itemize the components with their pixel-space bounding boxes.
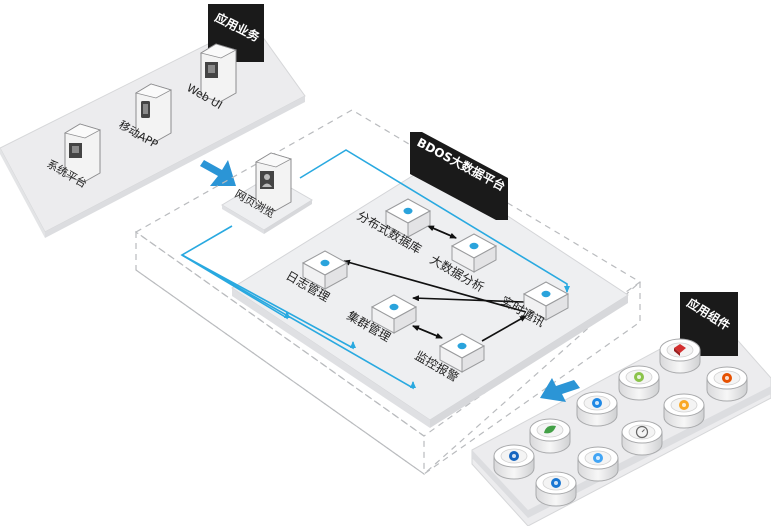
system-platform-terminal[interactable] [63, 123, 102, 183]
user-icon [260, 171, 274, 189]
kubernetes-ship-icon [551, 478, 561, 488]
tree-nodes-icon [509, 451, 519, 461]
green-leaf-icon [544, 425, 556, 434]
node-dot-icon [389, 303, 399, 311]
black-connection-arrows [343, 225, 527, 342]
app-components-tag: 应用组件 [680, 292, 738, 356]
blue-flow-lines [180, 149, 570, 390]
green-cloud-icon [634, 372, 644, 382]
app-business-tag: 应用业务 [208, 4, 264, 62]
component-green-leaf[interactable] [529, 418, 571, 454]
component-kubernetes-ship[interactable] [535, 471, 577, 507]
distributed-db-node[interactable] [384, 198, 432, 238]
web-browse-terminal[interactable] [254, 152, 293, 212]
platform-inner-panel [231, 164, 629, 428]
flow-arrow-business-to-platform [200, 160, 236, 186]
node-dot-icon [469, 242, 479, 250]
red-cube-icon [674, 344, 686, 356]
component-blue-sync[interactable] [576, 391, 618, 427]
flow-arrow-components-to-platform [540, 378, 580, 402]
component-tree-nodes[interactable] [493, 444, 535, 480]
clock-icon [635, 425, 649, 439]
cluster-management-node[interactable] [370, 294, 418, 334]
orange-gear-icon [722, 373, 732, 383]
yellow-elephant-icon [679, 400, 689, 410]
node-dot-icon [457, 342, 467, 350]
component-green-cloud[interactable] [618, 365, 660, 401]
web-ui-terminal[interactable] [199, 43, 238, 103]
big-data-analysis-node[interactable] [450, 233, 498, 273]
node-dot-icon [541, 290, 551, 298]
component-yellow-elephant[interactable] [663, 393, 705, 429]
component-red-cube[interactable] [659, 338, 701, 374]
platform-dashed-boundary [134, 109, 642, 476]
component-clock[interactable] [621, 420, 663, 456]
blue-sync-icon [592, 398, 602, 408]
docker-whale-icon [593, 453, 603, 463]
realtime-comm-node[interactable] [522, 281, 570, 321]
node-dot-icon [320, 259, 330, 267]
component-docker-whale[interactable] [577, 446, 619, 482]
mobile-app-terminal[interactable] [134, 83, 173, 143]
log-management-node[interactable] [301, 250, 349, 290]
component-orange-gear[interactable] [706, 366, 748, 402]
monitoring-alarm-node[interactable] [438, 333, 486, 373]
node-dot-icon [403, 207, 413, 215]
